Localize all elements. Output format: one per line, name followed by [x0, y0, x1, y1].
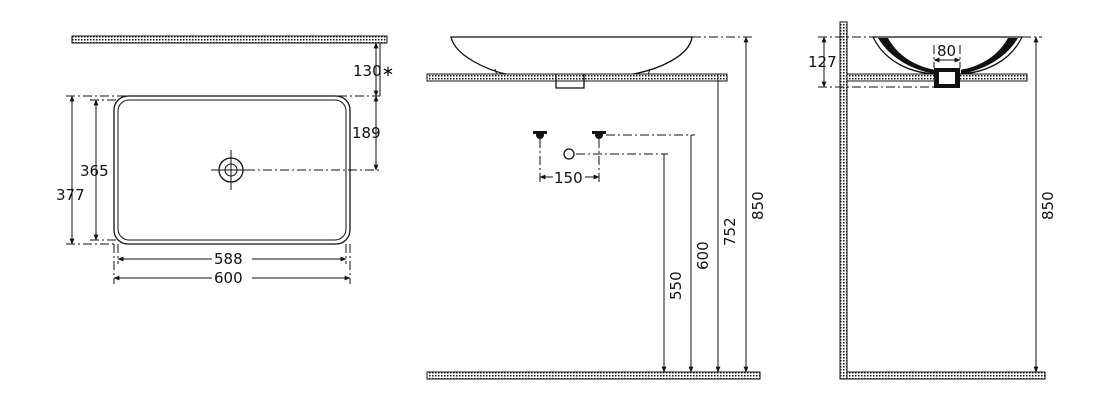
supply-tap-right — [592, 131, 606, 139]
front-waste-fitting — [555, 74, 585, 89]
side-wall — [839, 21, 848, 380]
waste-outlet-symbol — [563, 148, 575, 160]
dim-550-label: 550 — [667, 271, 685, 300]
dim-80-label: 80 — [937, 42, 956, 60]
dim-130-label: 130∗ — [353, 62, 394, 80]
dim-150-label: 150 — [554, 169, 583, 187]
front-view: 150 550 600 752 850 — [426, 36, 767, 380]
drain-symbol — [211, 150, 251, 190]
dim-850-side-label: 850 — [1039, 191, 1057, 220]
plan-view: 130∗ 189 365 377 588 600 — [56, 35, 394, 287]
dim-850-front-label: 850 — [749, 191, 767, 220]
dim-150-mask — [553, 170, 585, 184]
front-countertop — [426, 73, 728, 82]
dim-127-label: 127 — [808, 53, 837, 71]
side-bowl-wall-left — [878, 38, 935, 74]
dim-365-label: 365 — [80, 162, 109, 180]
dim-600-label: 600 — [214, 269, 243, 287]
side-waste-inner — [939, 72, 955, 84]
side-floor — [846, 371, 1046, 380]
dim-600-front-label: 600 — [694, 241, 712, 270]
front-floor — [426, 371, 761, 380]
side-view: 80 127 850 — [808, 21, 1057, 380]
side-bowl-wall-right — [961, 38, 1018, 74]
dim-189-label: 189 — [352, 124, 381, 142]
side-bowl-outline — [871, 36, 1024, 75]
front-basin-outline — [450, 36, 693, 76]
basin-inner-outline — [117, 99, 347, 241]
dim-588-mask — [212, 251, 252, 265]
dim-377-label: 377 — [56, 186, 85, 204]
supply-tap-left — [533, 131, 547, 139]
dim-600-mask — [212, 270, 252, 284]
dim-752-label: 752 — [721, 217, 739, 246]
plan-wall-strip — [71, 35, 388, 44]
dim-588-label: 588 — [214, 250, 243, 268]
